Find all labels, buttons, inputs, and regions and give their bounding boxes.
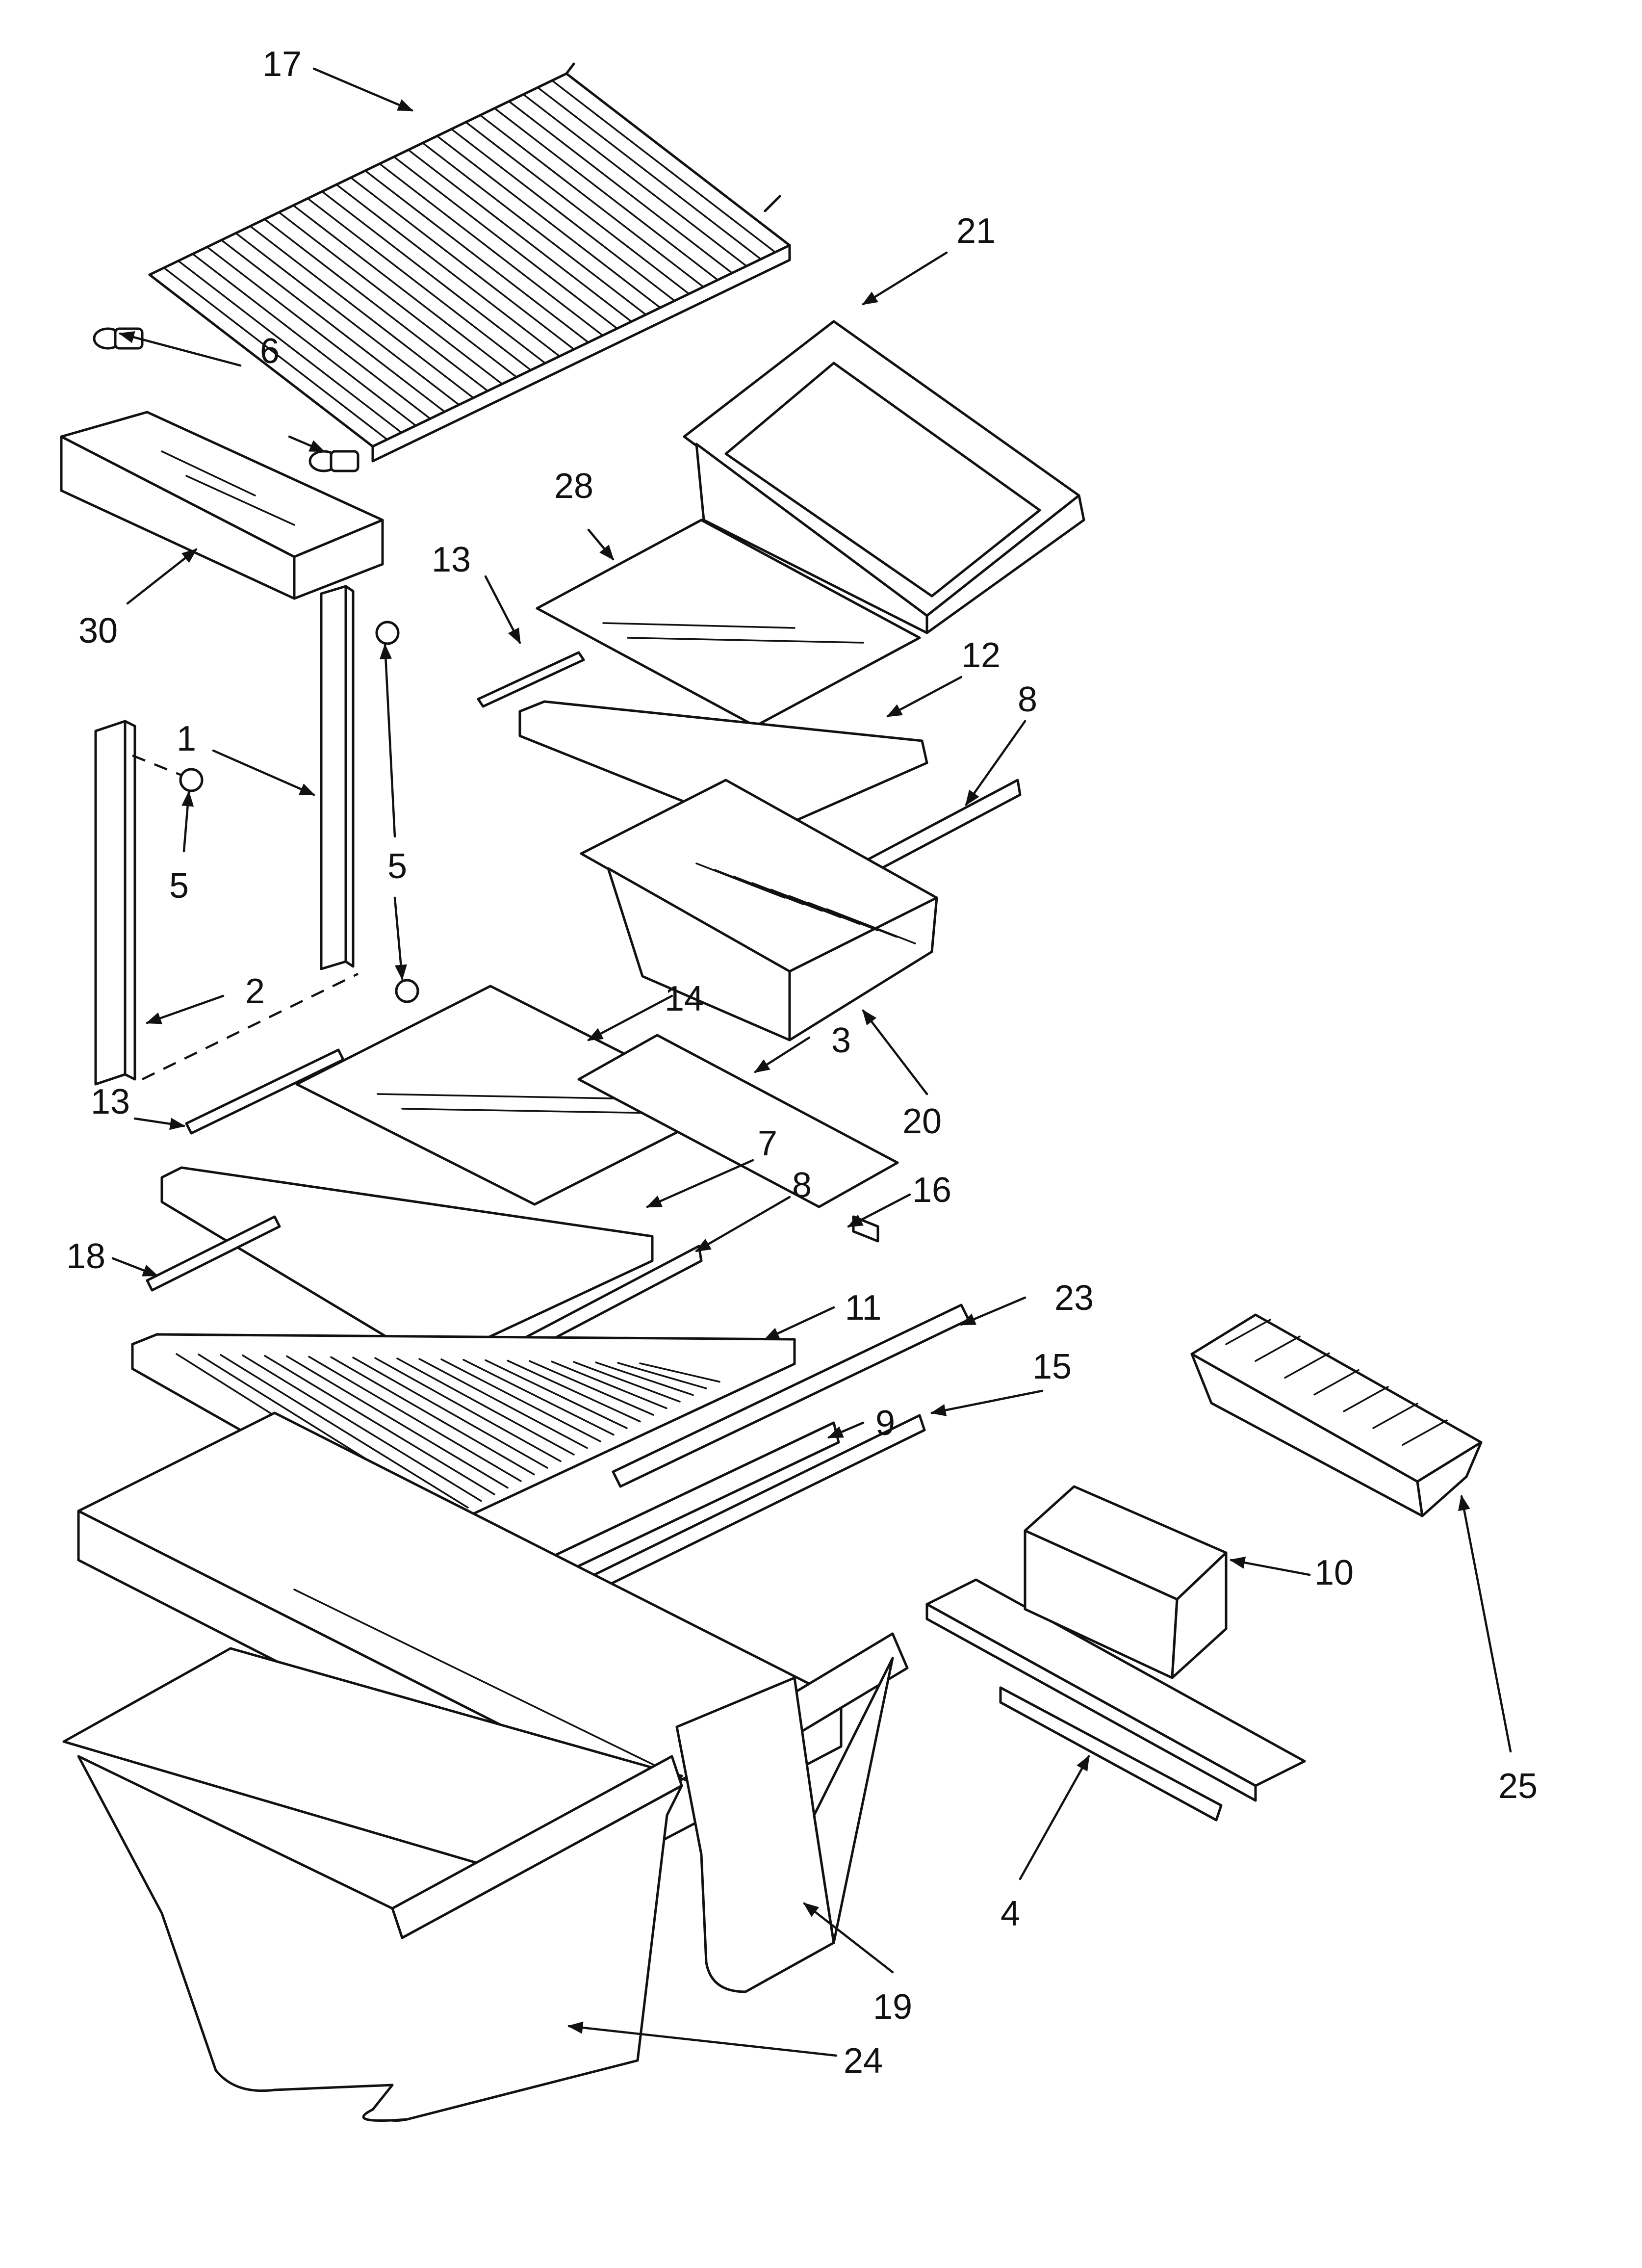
callout-label-12: 12 bbox=[961, 636, 1001, 675]
front-strip-part bbox=[533, 1303, 970, 1611]
callout-label-11: 11 bbox=[845, 1288, 882, 1328]
callout-label-4: 4 bbox=[1001, 1894, 1020, 1933]
small-bin-part bbox=[1024, 1485, 1228, 1679]
callout-label-5b: 5 bbox=[387, 847, 407, 886]
callout-label-30: 30 bbox=[78, 611, 118, 651]
vertical-rail-part bbox=[94, 585, 355, 1086]
callout-label-24: 24 bbox=[844, 2041, 883, 2081]
rail-track-part bbox=[925, 1578, 1306, 1822]
callout-label-2: 2 bbox=[245, 972, 265, 1011]
callout-label-20: 20 bbox=[902, 1102, 942, 1141]
callout-label-6: 6 bbox=[260, 332, 280, 371]
callout-label-13a: 13 bbox=[432, 540, 471, 579]
callout-label-25: 25 bbox=[1498, 1767, 1538, 1806]
callout-label-13b: 13 bbox=[91, 1082, 130, 1121]
callout-label-7: 7 bbox=[758, 1124, 777, 1163]
callout-label-1: 1 bbox=[177, 719, 196, 758]
louvered-shelf-part bbox=[131, 1215, 796, 1537]
callout-label-3: 3 bbox=[831, 1021, 851, 1060]
callout-label-8a: 8 bbox=[1018, 680, 1037, 719]
callout-label-21: 21 bbox=[956, 211, 996, 251]
callout-label-28: 28 bbox=[554, 467, 593, 506]
crisper-drawer-part bbox=[580, 779, 938, 1042]
shelf-panel-part bbox=[577, 1034, 899, 1208]
callout-label-18: 18 bbox=[66, 1237, 105, 1276]
small-crisper-drawer-part bbox=[675, 1632, 909, 1993]
screw-part bbox=[179, 621, 419, 1003]
deli-bin-part bbox=[683, 320, 1085, 634]
ice-tray-part bbox=[1190, 1313, 1483, 1517]
callout-label-10: 10 bbox=[1314, 1553, 1354, 1592]
callout-label-23: 23 bbox=[1054, 1278, 1094, 1318]
callout-label-5a: 5 bbox=[169, 866, 189, 906]
callout-label-19: 19 bbox=[873, 1987, 912, 2027]
callout-label-17: 17 bbox=[262, 45, 302, 84]
callout-label-15: 15 bbox=[1032, 1347, 1072, 1386]
wire-shelf-part bbox=[148, 62, 791, 463]
tray-bracket-part bbox=[60, 411, 384, 600]
callout-label-14: 14 bbox=[665, 979, 704, 1018]
callout-label-8b: 8 bbox=[792, 1166, 812, 1205]
callout-label-9: 9 bbox=[875, 1404, 895, 1443]
callout-label-16: 16 bbox=[912, 1171, 951, 1210]
glass-shelf-upper-part bbox=[536, 519, 921, 728]
large-crisper-drawer-part bbox=[62, 1647, 683, 2122]
